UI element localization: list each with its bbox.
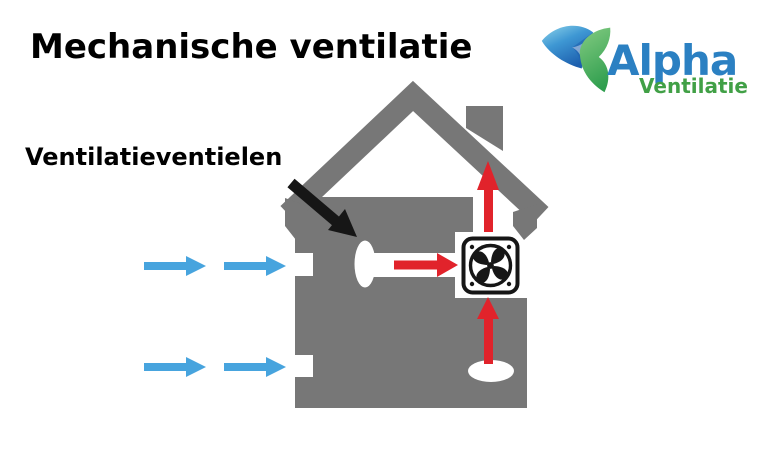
red-arrow-floor-to-fan	[477, 297, 499, 364]
blue-arrow-top-2	[224, 256, 286, 276]
fan-ring	[468, 243, 513, 288]
brand-name: Alpha	[607, 36, 738, 85]
roof-eave-left	[285, 198, 307, 240]
red-arrow-fan-to-roof	[477, 161, 499, 232]
blue-arrow-bottom-2	[224, 357, 286, 377]
fan-propeller-icon	[473, 248, 508, 283]
ventilation-valve	[354, 240, 376, 288]
roof	[280, 80, 549, 224]
red-arrow-valve-to-fan	[394, 253, 458, 277]
left-wall-inlet-gap-top	[290, 253, 313, 276]
valve-annotation-label: Ventilatieventielen	[25, 143, 283, 171]
fan-unit	[461, 236, 520, 295]
brand-logo-icon	[541, 25, 611, 93]
floor-extraction-valve	[468, 360, 514, 382]
roof-eave-right	[513, 204, 537, 240]
brand-subname: Ventilatie	[639, 74, 748, 98]
annotation-arrow	[287, 178, 357, 237]
page-title: Mechanische ventilatie	[30, 27, 473, 67]
blue-arrow-top-1	[144, 256, 206, 276]
brand-logo: Alpha Ventilatie	[538, 14, 764, 100]
chimney	[466, 106, 503, 151]
left-wall-inlet-gap-bottom	[290, 355, 313, 377]
blue-arrow-bottom-1	[144, 357, 206, 377]
